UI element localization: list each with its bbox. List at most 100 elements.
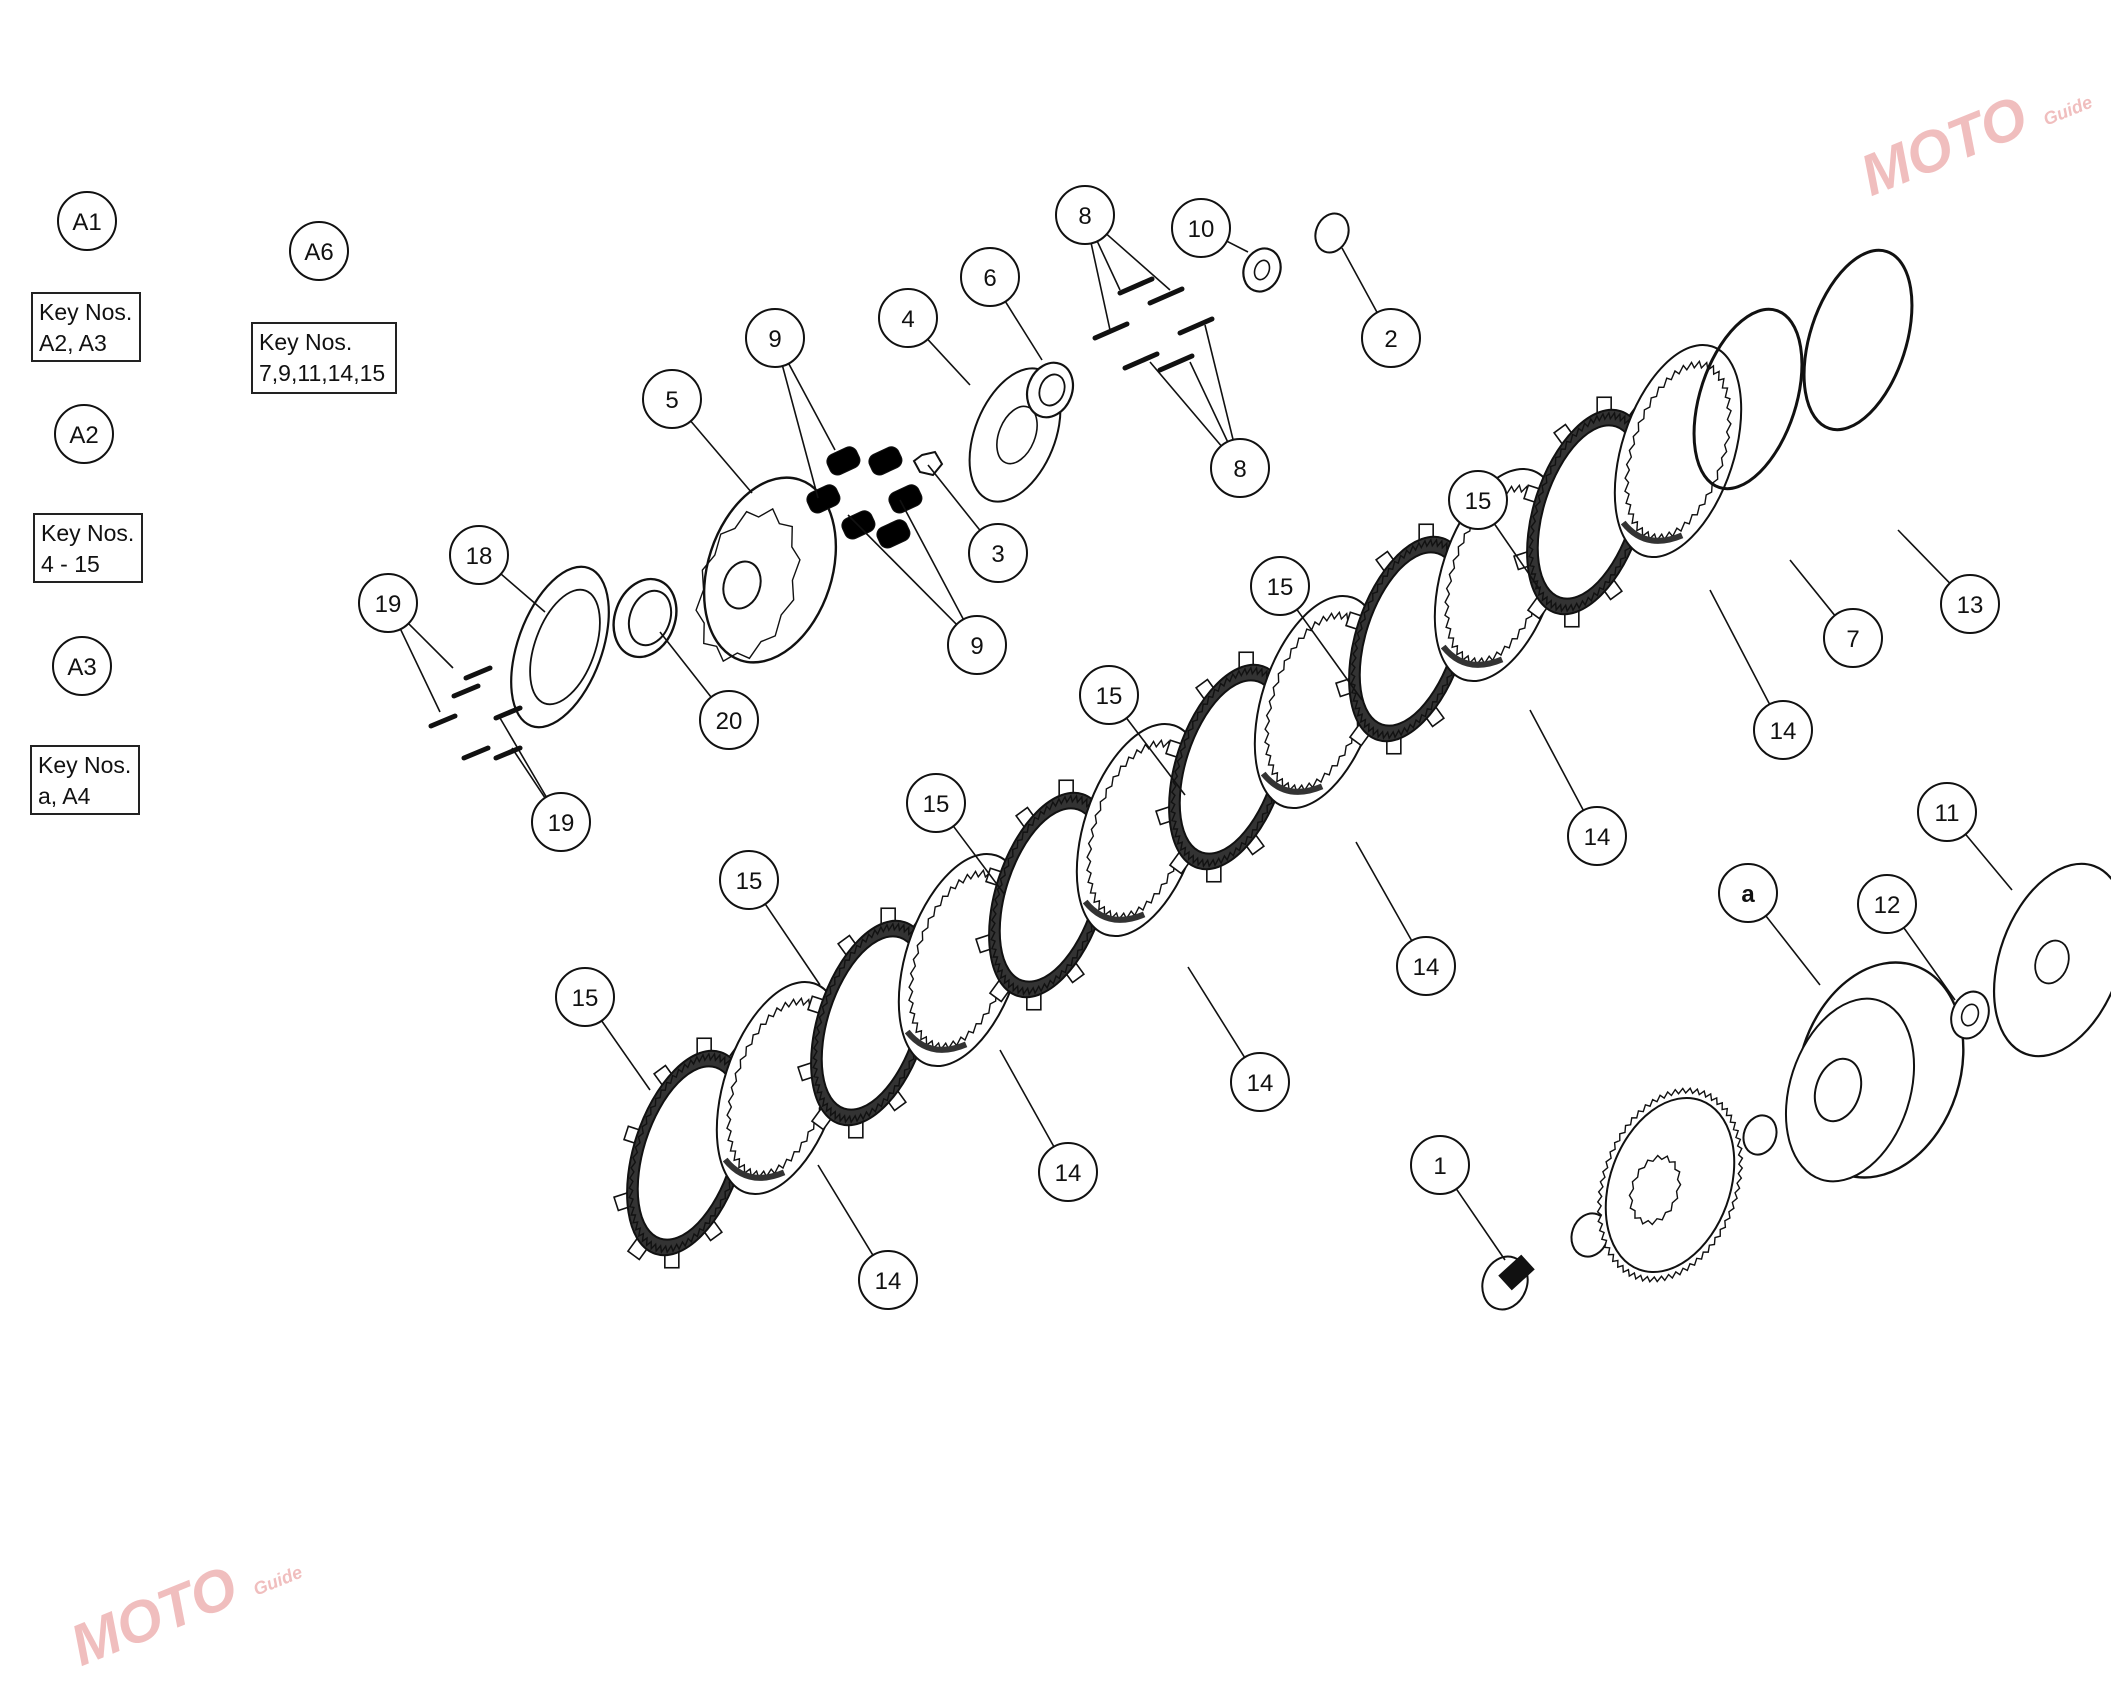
callout-number: 15 [1465, 488, 1492, 515]
callout-a2: A2 [54, 404, 114, 464]
callout-circle [1038, 1142, 1098, 1202]
leader-line [927, 464, 981, 531]
leader-line [1355, 841, 1413, 942]
leader-line [1149, 361, 1222, 447]
nut-3 [912, 450, 944, 477]
leader-line [1341, 247, 1378, 313]
leader-line [1897, 529, 1951, 584]
clutch-hub-gear [695, 507, 801, 663]
callout-circle [1055, 185, 1115, 245]
callout-14: 14 [1567, 806, 1627, 866]
callout-number: 14 [1770, 718, 1797, 745]
callout-circle [57, 191, 117, 251]
callout-number: A2 [69, 422, 98, 449]
callout-20: 20 [699, 690, 759, 750]
callout-a3: A3 [52, 636, 112, 696]
callout-number: 5 [665, 387, 678, 414]
bolt-8 [1117, 276, 1155, 296]
key-label: Key Nos. [41, 520, 135, 546]
plate-shading [1620, 520, 1684, 544]
callout-6: 6 [960, 247, 1020, 307]
callout-number: 15 [1096, 683, 1123, 710]
leader-line [781, 365, 819, 499]
callout-number: 19 [548, 810, 575, 837]
leader-line [847, 514, 958, 625]
callout-15: 15 [719, 850, 779, 910]
plate-shading [1440, 644, 1504, 668]
callout-circle [52, 636, 112, 696]
callout-19: 19 [358, 573, 418, 633]
callout-14: 14 [1396, 936, 1456, 996]
key-label: Key Nos. [39, 299, 133, 325]
callout-number: 11 [1935, 800, 1960, 827]
callout-circle [642, 369, 702, 429]
callout-15: 15 [1250, 556, 1310, 616]
bearing-6-inner [1038, 373, 1066, 407]
primary-gear-teeth [1596, 1087, 1744, 1283]
callout-number: 15 [923, 791, 950, 818]
leader-lines [399, 233, 2013, 1261]
callout-a: a [1718, 863, 1778, 923]
key-box-a6: Key Nos. 7,9,11,14,15 [251, 322, 397, 394]
callout-circle [1448, 470, 1508, 530]
callout-number: 12 [1874, 892, 1901, 919]
callout-number: 2 [1384, 326, 1397, 353]
plate-shading [1082, 899, 1146, 923]
leader-line [511, 747, 546, 799]
callout-number: 10 [1188, 216, 1215, 243]
callout-circle [878, 288, 938, 348]
plate-4-hole [996, 405, 1038, 465]
callout-number: 4 [901, 306, 914, 333]
callout-a6: A6 [289, 221, 349, 281]
damper-spring [826, 446, 861, 476]
callout-7: 7 [1823, 608, 1883, 668]
callout-9: 9 [947, 615, 1007, 675]
callout-circle [1410, 1135, 1470, 1195]
callout-circle [960, 247, 1020, 307]
callout-circle [947, 615, 1007, 675]
leader-line [952, 825, 1006, 896]
leader-line [817, 1164, 874, 1256]
bolt-8 [1147, 286, 1185, 306]
callout-number: 6 [983, 265, 996, 292]
key-box-a1: Key Nos. A2, A3 [31, 292, 141, 362]
leader-line [1296, 609, 1363, 701]
callout-circle [1396, 936, 1456, 996]
leader-line [1964, 833, 2013, 891]
leader-line [1189, 361, 1229, 443]
leader-line [1765, 915, 1821, 986]
callout-circle [906, 773, 966, 833]
parts-layer [428, 212, 2111, 1311]
callout-circle [1823, 608, 1883, 668]
key-box-a3: Key Nos. a, A4 [30, 745, 140, 815]
damper-spring [888, 484, 923, 514]
leader-line [1903, 927, 1956, 1001]
leader-line [1709, 589, 1771, 705]
callout-circle [745, 308, 805, 368]
callout-5: 5 [642, 369, 702, 429]
plate-shading [904, 1029, 968, 1053]
callout-11: 11 [1917, 782, 1977, 842]
leader-line [499, 717, 548, 798]
callout-circle [719, 850, 779, 910]
o-ring-13 [1802, 248, 1914, 432]
callout-circle [531, 792, 591, 852]
callout-number: 14 [1584, 824, 1611, 851]
nut-2 [1314, 212, 1350, 254]
callout-14: 14 [1753, 700, 1813, 760]
callout-number: 18 [466, 543, 493, 570]
spacer-2 [1742, 1114, 1778, 1156]
leader-line [1106, 233, 1171, 291]
callout-19: 19 [531, 792, 591, 852]
callout-15: 15 [1079, 665, 1139, 725]
steel-plate [1613, 343, 1743, 559]
screw-19 [461, 745, 491, 761]
leader-line [1187, 966, 1246, 1058]
plate-inner-teeth [1624, 359, 1732, 543]
o-ring-7 [1692, 307, 1804, 491]
leader-line [1226, 240, 1249, 253]
leader-line [690, 420, 753, 494]
leader-line [1529, 709, 1585, 811]
callout-number: 15 [572, 985, 599, 1012]
leader-line [927, 338, 971, 386]
